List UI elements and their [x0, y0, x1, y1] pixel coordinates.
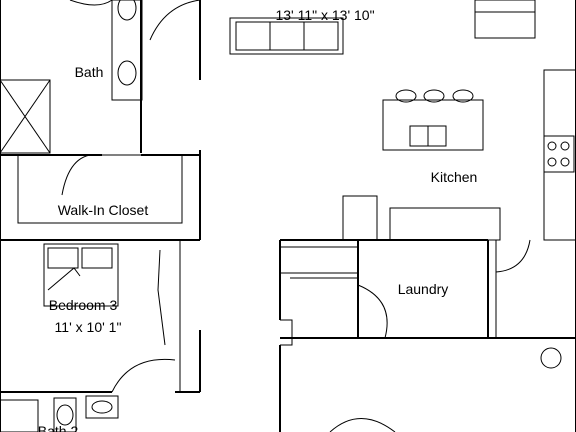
pantry-counter	[389, 207, 501, 241]
sink-icon	[117, 60, 137, 86]
stool-icon	[452, 89, 474, 103]
bedroom3-fixtures	[43, 240, 181, 393]
laundry-fixtures	[279, 239, 531, 346]
counter	[543, 69, 576, 241]
living-dimensions-label: 13' 11" x 13' 10"	[275, 7, 374, 23]
dining-table-icon	[474, 0, 536, 39]
living-furniture	[229, 0, 536, 55]
stove-icon	[543, 135, 575, 173]
walk-in-closet-label: Walk-In Closet	[58, 202, 149, 218]
door-swing-icon	[111, 358, 176, 393]
door-swing-icon	[495, 239, 531, 273]
sink-icon	[91, 400, 113, 414]
closet-shelf	[17, 154, 183, 224]
sink-icon	[117, 0, 137, 21]
toilet-icon	[56, 404, 74, 426]
stool-icon	[395, 89, 417, 103]
lower-right-fixtures	[329, 347, 562, 432]
sofa-icon	[229, 17, 344, 55]
door-swing-icon	[61, 154, 103, 196]
bath-label: Bath	[75, 64, 104, 80]
refrigerator-icon	[342, 195, 378, 241]
door-swing-icon	[357, 284, 388, 339]
kitchen-island-icon	[382, 99, 484, 151]
stool-icon	[423, 89, 445, 103]
kitchen-fixtures	[342, 69, 576, 241]
bed-icon	[43, 243, 119, 307]
laundry-label: Laundry	[398, 281, 449, 297]
bedroom3-label: Bedroom 3	[49, 297, 118, 313]
door-swing-icon	[149, 0, 201, 41]
kitchen-label: Kitchen	[431, 169, 478, 185]
bath-fixtures	[0, 0, 201, 196]
bath2-label: Bath 2	[38, 423, 79, 432]
bedroom3-dimensions-label: 11' x 10' 1"	[55, 319, 122, 335]
bath2-fixtures	[0, 395, 119, 432]
